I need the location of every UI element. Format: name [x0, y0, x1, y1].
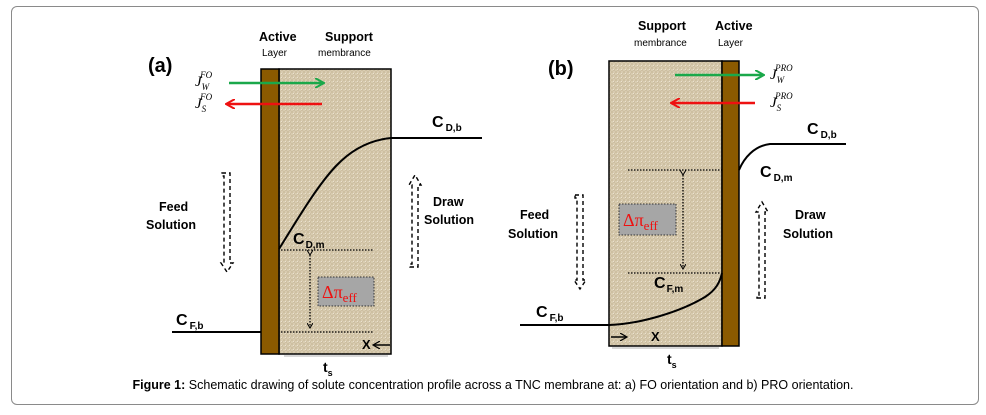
feed-label-b-2: Solution [508, 227, 558, 241]
support-layer-a [278, 68, 392, 355]
active-layer-sub-a: Layer [262, 48, 288, 59]
caption-label: Figure 1: [132, 378, 186, 392]
feed-label-a-2: Solution [146, 218, 196, 232]
active-layer-sub-b: Layer [718, 38, 744, 49]
panel-b: (b) Support membrance Active Layer JWPRO… [508, 19, 846, 370]
figure-caption: Figure 1: Schematic drawing of solute co… [0, 378, 986, 392]
water-flux-label-a: JWFO [195, 70, 213, 92]
draw-label-a-1: Draw [433, 195, 464, 209]
panel-a: (a) Active Layer Support membrance JWFO … [146, 30, 482, 378]
draw-label-b-1: Draw [795, 208, 826, 222]
draw-flow-arrow-b [754, 200, 770, 299]
support-sub-b: membrance [634, 38, 687, 49]
support-sub-a: membrance [318, 48, 371, 59]
active-layer-title-a: Active [259, 30, 297, 44]
active-layer-b [721, 60, 740, 347]
feed-label-b-1: Feed [520, 208, 549, 222]
thickness-label-b: ts [667, 351, 677, 370]
c-draw-membrane-a: CD,m [293, 231, 325, 251]
delta-pi-label-b: Δπeff [623, 210, 659, 233]
delta-pi-box-b [618, 203, 677, 236]
thickness-label-a: ts [323, 359, 333, 378]
draw-label-a-2: Solution [424, 213, 474, 227]
draw-profile-b [738, 143, 846, 171]
active-layer-a [260, 68, 280, 355]
figure-frame [11, 6, 979, 405]
feed-flow-arrow-a [219, 172, 235, 274]
feed-profile-b [520, 272, 723, 326]
x-label-b: X [651, 329, 660, 344]
delta-pi-box-a [317, 276, 375, 307]
c-feed-membrane-b: CF,m [654, 275, 683, 295]
water-flux-label-b: JWPRO [770, 63, 793, 85]
draw-flow-arrow-a [407, 173, 423, 268]
support-title-b: Support [638, 19, 687, 33]
active-layer-title-b: Active [715, 19, 753, 33]
delta-pi-label-a: Δπeff [322, 282, 358, 305]
solute-flux-label-a: JSFO [195, 92, 213, 114]
caption-text: Schematic drawing of solute concentratio… [185, 378, 854, 392]
panel-label-b: (b) [548, 58, 574, 80]
draw-label-b-2: Solution [783, 227, 833, 241]
support-title-a: Support [325, 30, 374, 44]
feed-label-a-1: Feed [159, 200, 188, 214]
x-label-a: X [362, 337, 371, 352]
feed-flow-arrow-b [572, 194, 588, 291]
solute-flux-label-b: JSPRO [770, 91, 793, 113]
concentration-profile-a [278, 137, 482, 250]
panel-label-a: (a) [148, 55, 172, 77]
